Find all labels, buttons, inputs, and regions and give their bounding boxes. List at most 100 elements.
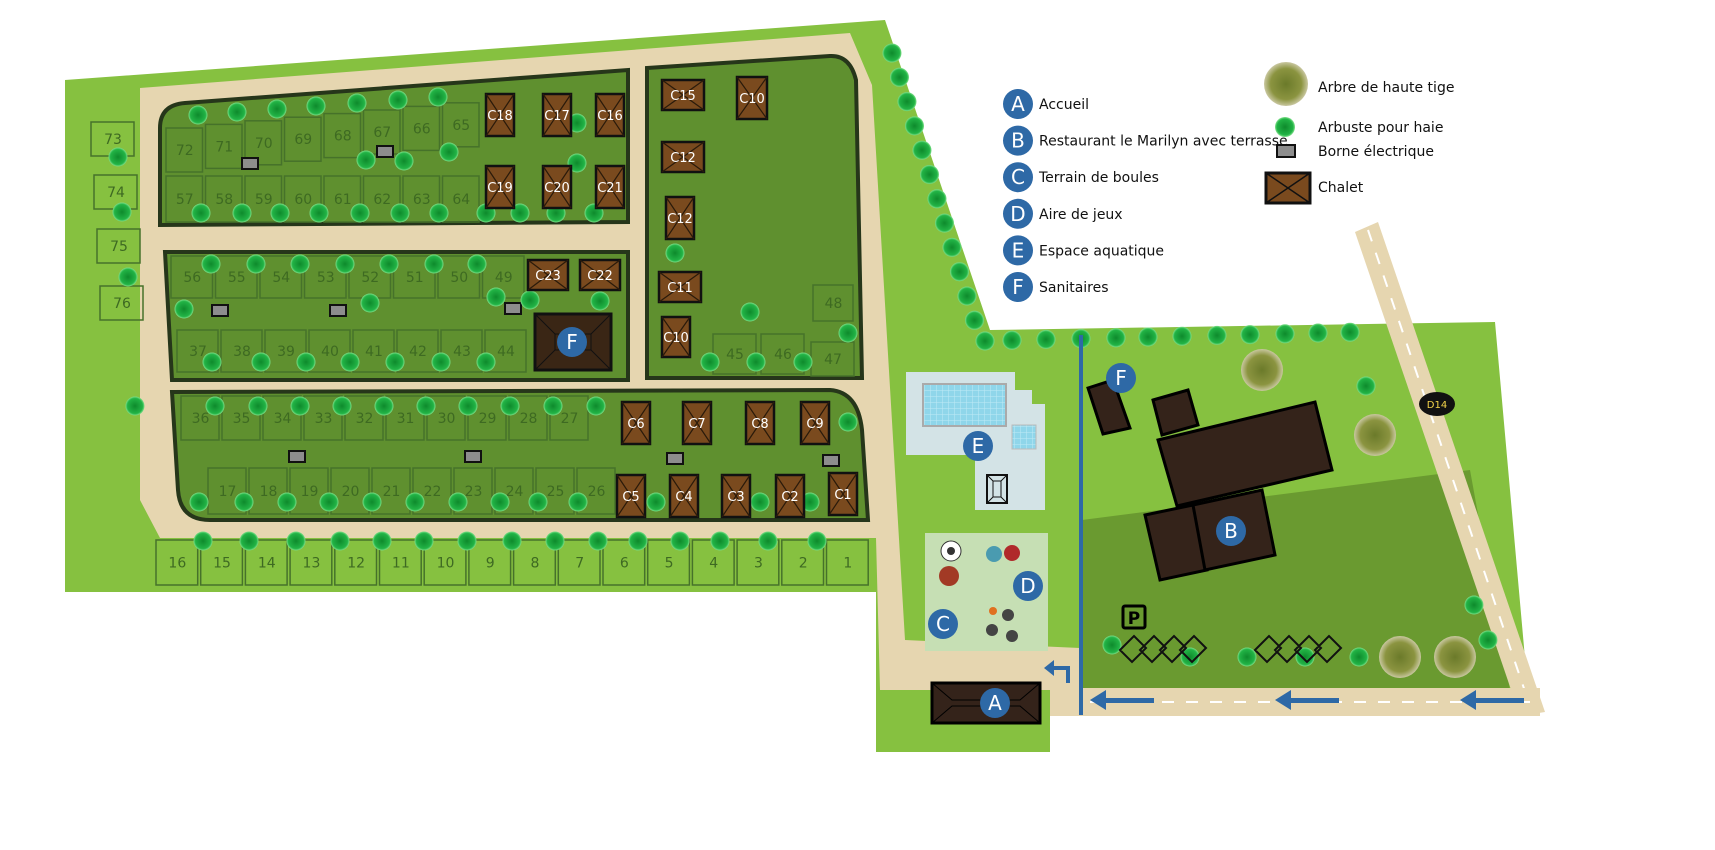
chalet-c21[interactable]: C21 bbox=[594, 164, 626, 210]
pitch-37[interactable]: 37 bbox=[176, 329, 219, 373]
chalet-c23[interactable]: C23 bbox=[526, 258, 570, 292]
pitch-42[interactable]: 42 bbox=[396, 329, 439, 373]
pitch-23[interactable]: 23 bbox=[453, 467, 493, 515]
pitch-64[interactable]: 64 bbox=[441, 175, 480, 223]
pitch-5[interactable]: 5 bbox=[646, 539, 691, 586]
pitch-66[interactable]: 66 bbox=[402, 105, 441, 152]
pitch-20[interactable]: 20 bbox=[330, 467, 370, 515]
pitch-69[interactable]: 69 bbox=[283, 116, 322, 162]
pitch-26[interactable]: 26 bbox=[576, 467, 616, 515]
chalet-c16[interactable]: C16 bbox=[594, 92, 626, 138]
marker-restaurant[interactable]: B bbox=[1216, 516, 1246, 546]
pitch-40[interactable]: 40 bbox=[308, 329, 351, 373]
pitch-39[interactable]: 39 bbox=[264, 329, 307, 373]
marker-sanitaires-2[interactable]: F bbox=[1106, 363, 1136, 393]
pitch-71[interactable]: 71 bbox=[204, 123, 243, 170]
pitch-28[interactable]: 28 bbox=[508, 395, 548, 441]
pitch-50[interactable]: 50 bbox=[437, 255, 481, 299]
chalet-c10[interactable]: C10 bbox=[735, 75, 769, 121]
pitch-1[interactable]: 1 bbox=[825, 539, 869, 586]
pitch-72[interactable]: 72 bbox=[165, 127, 204, 173]
pitch-18[interactable]: 18 bbox=[248, 467, 288, 515]
pitch-19[interactable]: 19 bbox=[289, 467, 329, 515]
chalet-c9[interactable]: C9 bbox=[799, 400, 831, 446]
pitch-61[interactable]: 61 bbox=[323, 175, 362, 223]
pitch-53[interactable]: 53 bbox=[303, 255, 347, 299]
chalet-c8[interactable]: C8 bbox=[744, 400, 776, 446]
pitch-2[interactable]: 2 bbox=[781, 539, 825, 586]
chalet-c3[interactable]: C3 bbox=[720, 473, 752, 519]
pitch-27[interactable]: 27 bbox=[549, 395, 589, 441]
pitch-13[interactable]: 13 bbox=[289, 539, 333, 586]
pitch-32[interactable]: 32 bbox=[344, 395, 384, 441]
pitch-51[interactable]: 51 bbox=[392, 255, 436, 299]
pitch-29[interactable]: 29 bbox=[467, 395, 507, 441]
pitch-33[interactable]: 33 bbox=[303, 395, 343, 441]
chalet-c12[interactable]: C12 bbox=[664, 195, 696, 241]
pitch-59[interactable]: 59 bbox=[244, 175, 283, 223]
pitch-3[interactable]: 3 bbox=[736, 539, 780, 586]
pitch-48[interactable]: 48 bbox=[812, 284, 854, 322]
chalet-c1[interactable]: C1 bbox=[827, 471, 859, 517]
marker-aquatique[interactable]: E bbox=[963, 431, 993, 461]
pitch-11[interactable]: 11 bbox=[378, 539, 422, 586]
pitch-70[interactable]: 70 bbox=[244, 120, 283, 166]
pitch-34[interactable]: 34 bbox=[262, 395, 302, 441]
pitch-55[interactable]: 55 bbox=[214, 255, 258, 299]
pitch-15[interactable]: 15 bbox=[199, 539, 244, 586]
chalet-c6[interactable]: C6 bbox=[620, 400, 652, 446]
pitch-54[interactable]: 54 bbox=[259, 255, 303, 299]
pitch-10[interactable]: 10 bbox=[423, 539, 467, 586]
pitch-25[interactable]: 25 bbox=[535, 467, 575, 515]
marker-boules[interactable]: C bbox=[928, 609, 958, 639]
chalet-c5[interactable]: C5 bbox=[615, 473, 647, 519]
chalet-c2[interactable]: C2 bbox=[774, 473, 806, 519]
pitch-14[interactable]: 14 bbox=[244, 539, 288, 586]
sanitaires-building-1[interactable] bbox=[533, 312, 613, 372]
pitch-36[interactable]: 36 bbox=[180, 395, 220, 441]
chalet-c18[interactable]: C18 bbox=[484, 92, 516, 138]
chalet-c17[interactable]: C17 bbox=[541, 92, 573, 138]
pitch-17[interactable]: 17 bbox=[207, 467, 247, 515]
pitch-21[interactable]: 21 bbox=[371, 467, 411, 515]
chalet-c10[interactable]: C10 bbox=[660, 315, 692, 359]
pitch-57[interactable]: 57 bbox=[165, 175, 204, 223]
chalet-c7[interactable]: C7 bbox=[681, 400, 713, 446]
pitch-56[interactable]: 56 bbox=[170, 255, 214, 299]
pitch-63[interactable]: 63 bbox=[402, 175, 441, 223]
pitch-7[interactable]: 7 bbox=[557, 539, 601, 586]
restaurant-building[interactable] bbox=[1086, 378, 1334, 582]
pitch-35[interactable]: 35 bbox=[221, 395, 261, 441]
pitch-9[interactable]: 9 bbox=[468, 539, 512, 586]
chalet-c11[interactable]: C11 bbox=[657, 270, 703, 304]
pitch-8[interactable]: 8 bbox=[512, 539, 557, 586]
pitch-76[interactable]: 76 bbox=[99, 285, 144, 321]
pitch-12[interactable]: 12 bbox=[334, 539, 378, 586]
pitch-58[interactable]: 58 bbox=[204, 175, 243, 223]
marker-jeux[interactable]: D bbox=[1013, 571, 1043, 601]
pitch-44[interactable]: 44 bbox=[484, 329, 527, 373]
pitch-24[interactable]: 24 bbox=[494, 467, 534, 515]
pitch-41[interactable]: 41 bbox=[352, 329, 395, 373]
parking[interactable]: P bbox=[1118, 604, 1343, 664]
pitch-22[interactable]: 22 bbox=[412, 467, 452, 515]
pitch-68[interactable]: 68 bbox=[323, 112, 362, 159]
marker-sanitaires-1[interactable]: F bbox=[557, 327, 587, 357]
chalet-c20[interactable]: C20 bbox=[541, 164, 573, 210]
chalet-c12[interactable]: C12 bbox=[660, 140, 706, 174]
chalet-c4[interactable]: C4 bbox=[668, 473, 700, 519]
pitch-38[interactable]: 38 bbox=[220, 329, 263, 373]
pitch-43[interactable]: 43 bbox=[440, 329, 483, 373]
pitch-62[interactable]: 62 bbox=[362, 175, 401, 223]
pitch-65[interactable]: 65 bbox=[441, 102, 480, 148]
pitch-75[interactable]: 75 bbox=[96, 228, 141, 264]
pitch-31[interactable]: 31 bbox=[385, 395, 425, 441]
chalet-c22[interactable]: C22 bbox=[578, 258, 622, 292]
pitch-60[interactable]: 60 bbox=[283, 175, 322, 223]
pitch-16[interactable]: 16 bbox=[155, 539, 199, 586]
chalet-c15[interactable]: C15 bbox=[660, 78, 706, 112]
chalet-c19[interactable]: C19 bbox=[484, 164, 516, 210]
pitch-6[interactable]: 6 bbox=[602, 539, 646, 586]
pitch-30[interactable]: 30 bbox=[426, 395, 466, 441]
marker-accueil[interactable]: A bbox=[980, 688, 1010, 718]
